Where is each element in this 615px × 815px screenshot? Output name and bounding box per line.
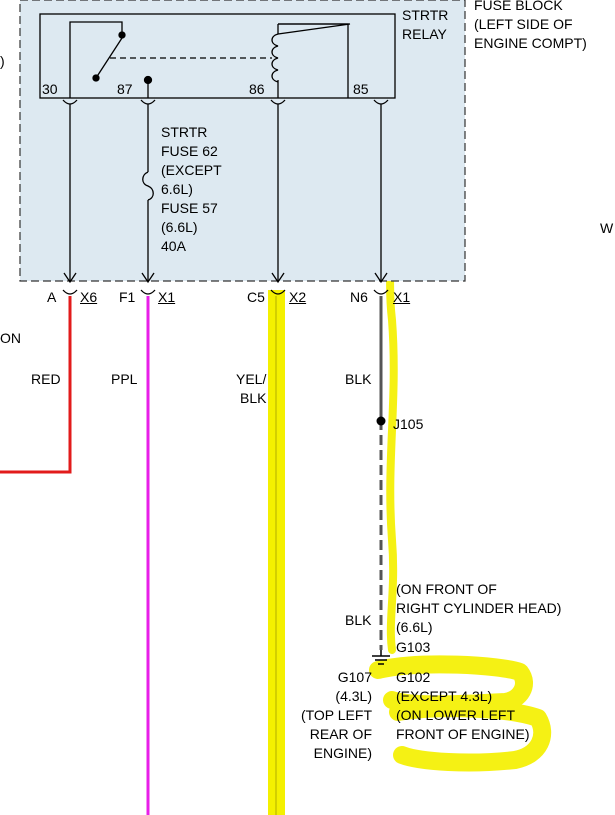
arrow-c5 [271, 272, 285, 284]
g107-label-line: (4.3L) [335, 688, 372, 704]
splice-label-j105: J105 [393, 416, 424, 432]
fuse-block-title-line: FUSE BLOCK [474, 0, 563, 13]
g102-label-line: FRONT OF ENGINE) [396, 726, 530, 742]
g103-label-line: G103 [396, 639, 431, 655]
g102-label-line: (ON LOWER LEFT [396, 707, 516, 723]
g102-label-line: G102 [396, 669, 431, 685]
g107-label-line: ENGINE) [313, 745, 372, 761]
splice-j105-dot [376, 416, 386, 426]
fuse-block-title-line: ENGINE COMPT) [474, 35, 587, 51]
pin-label-30: 30 [42, 81, 58, 97]
ground-symbol [372, 650, 390, 665]
edge-fragment-paren: ) [0, 53, 5, 69]
connector-x2: X2 [289, 289, 307, 305]
relay-label-line: STRTR [402, 7, 449, 23]
arrow-n6 [374, 272, 388, 284]
relay-switch-line [69, 21, 123, 98]
fuse-label-line: (EXCEPT [161, 162, 222, 178]
fuse-label-line: FUSE 57 [161, 200, 218, 216]
connector-pin-n6: N6 [350, 289, 368, 305]
external-wires [0, 296, 386, 815]
wire-label-ppl: PPL [111, 371, 138, 387]
g107-label-line: REAR OF [309, 726, 372, 742]
connector-pin-c5: C5 [247, 289, 265, 305]
wire-red [0, 296, 72, 474]
fuse-label-line: 6.6L) [161, 181, 193, 197]
fuse-label-line: 40A [161, 238, 186, 254]
wire-label-blk-part: BLK [240, 390, 267, 406]
relay-coil-top [278, 23, 349, 98]
fuse-block-box [19, 0, 466, 282]
wire-label-red: RED [31, 371, 61, 387]
connector-pin-a: A [47, 289, 57, 305]
conn-terminal-f1 [140, 289, 156, 295]
pin-label-87: 87 [117, 81, 133, 97]
relay-coil [271, 33, 279, 83]
highlight-g102-label [369, 655, 552, 772]
g107-label-line: G107 [337, 669, 372, 685]
wire-label-yel: YEL/ [236, 371, 267, 387]
fuse-label-line: STRTR [161, 124, 208, 140]
wire-label-blk: BLK [345, 371, 372, 387]
pin-label-85: 85 [353, 81, 369, 97]
fuse-block-title-line: (LEFT SIDE OF [474, 16, 573, 32]
relay-box [39, 13, 396, 99]
conn-terminal-n6 [373, 289, 389, 295]
arrow-f1 [141, 272, 155, 284]
connector-x1: X1 [158, 289, 176, 305]
edge-fragment-on: ON [0, 330, 21, 346]
starter-relay [39, 13, 396, 99]
edge-fragment-w: W [600, 220, 614, 236]
relay-label-line: RELAY [402, 26, 447, 42]
arrow-a [63, 272, 77, 284]
fuse-label-line: (6.6L) [161, 219, 198, 235]
relay-switch-pivot [92, 74, 100, 82]
relay-switch-blade [95, 37, 123, 79]
terminals [62, 75, 389, 295]
g103-label-line: (ON FRONT OF [396, 581, 497, 597]
relay-switch-contact [118, 31, 126, 39]
pin-label-86: 86 [249, 81, 265, 97]
g103-label-line: (6.6L) [396, 619, 433, 635]
connector-pin-f1: F1 [119, 289, 136, 305]
g103-label-line: RIGHT CYLINDER HEAD) [396, 600, 562, 616]
g107-label-line: (TOP LEFT [300, 707, 372, 723]
fuse-symbol [142, 171, 154, 201]
fuse-block [19, 0, 466, 282]
conn-terminal-a [62, 289, 78, 295]
wire-label-blk-lower: BLK [345, 612, 372, 628]
fuse-label-line: FUSE 62 [161, 143, 218, 159]
connector-x1-n6: X1 [393, 289, 411, 305]
connector-x6: X6 [80, 289, 98, 305]
conn-terminal-c5 [270, 289, 286, 295]
g102-label-line: (EXCEPT 4.3L) [396, 688, 493, 704]
